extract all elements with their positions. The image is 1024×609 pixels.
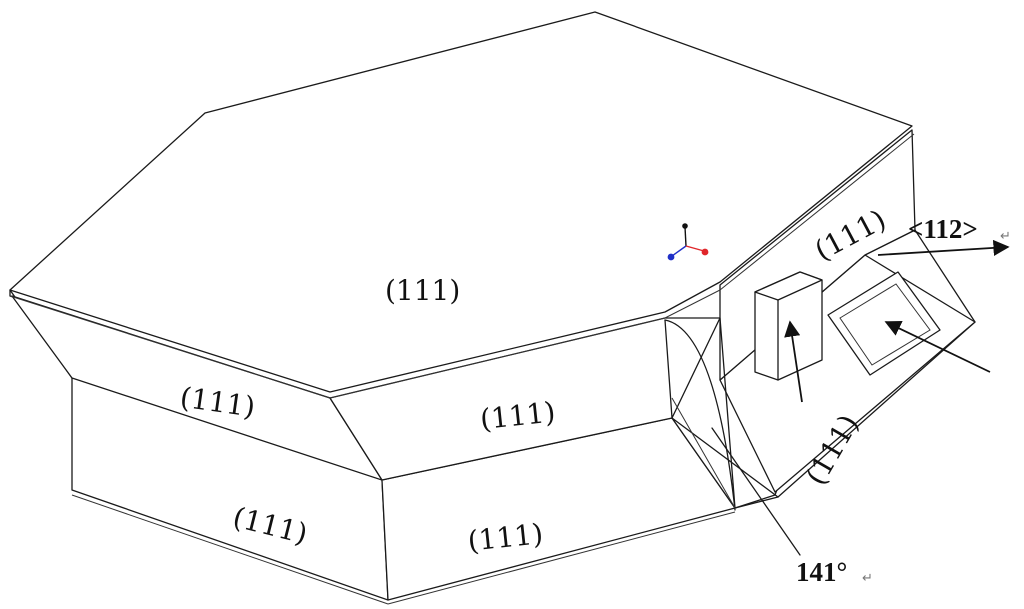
direction-paragraph-mark: ↵ bbox=[1000, 229, 1011, 244]
pillar-arrow bbox=[784, 320, 803, 403]
ramp-bottom-edge bbox=[734, 496, 779, 509]
triad-x-dot bbox=[667, 253, 675, 261]
window-square bbox=[827, 271, 941, 376]
angle-label: 141° bbox=[796, 557, 847, 587]
angle-leader-line bbox=[711, 427, 801, 556]
cut-vertical-left bbox=[664, 319, 673, 419]
window-arrow bbox=[884, 321, 991, 373]
top-rim-left bbox=[9, 289, 721, 399]
triad-y-dot bbox=[701, 248, 709, 256]
axis-triad bbox=[667, 223, 709, 261]
lower-front-bottom-edge bbox=[387, 511, 736, 605]
curved-edge bbox=[664, 319, 736, 511]
lower-front-label: (111) bbox=[466, 517, 544, 558]
triad-z-dot bbox=[682, 223, 688, 229]
cut-vertical-right bbox=[719, 317, 736, 509]
direction-label: <112> bbox=[908, 214, 978, 244]
cut-diagonal bbox=[671, 397, 736, 509]
top-face-label: (111) bbox=[385, 274, 460, 307]
curved-cut bbox=[664, 317, 736, 511]
pillar-side bbox=[754, 271, 823, 301]
pillar-block bbox=[754, 271, 823, 381]
window-inner bbox=[839, 283, 931, 366]
top-rim-right bbox=[719, 133, 915, 291]
front-bevel-label: (111) bbox=[479, 395, 557, 436]
angle-paragraph-mark: ↵ bbox=[862, 571, 873, 586]
window-outer bbox=[827, 271, 941, 376]
direction-arrow bbox=[877, 239, 1010, 256]
top-face bbox=[9, 11, 913, 393]
bevel-band bbox=[9, 129, 916, 481]
lower-left-bottom-edge bbox=[71, 494, 389, 605]
